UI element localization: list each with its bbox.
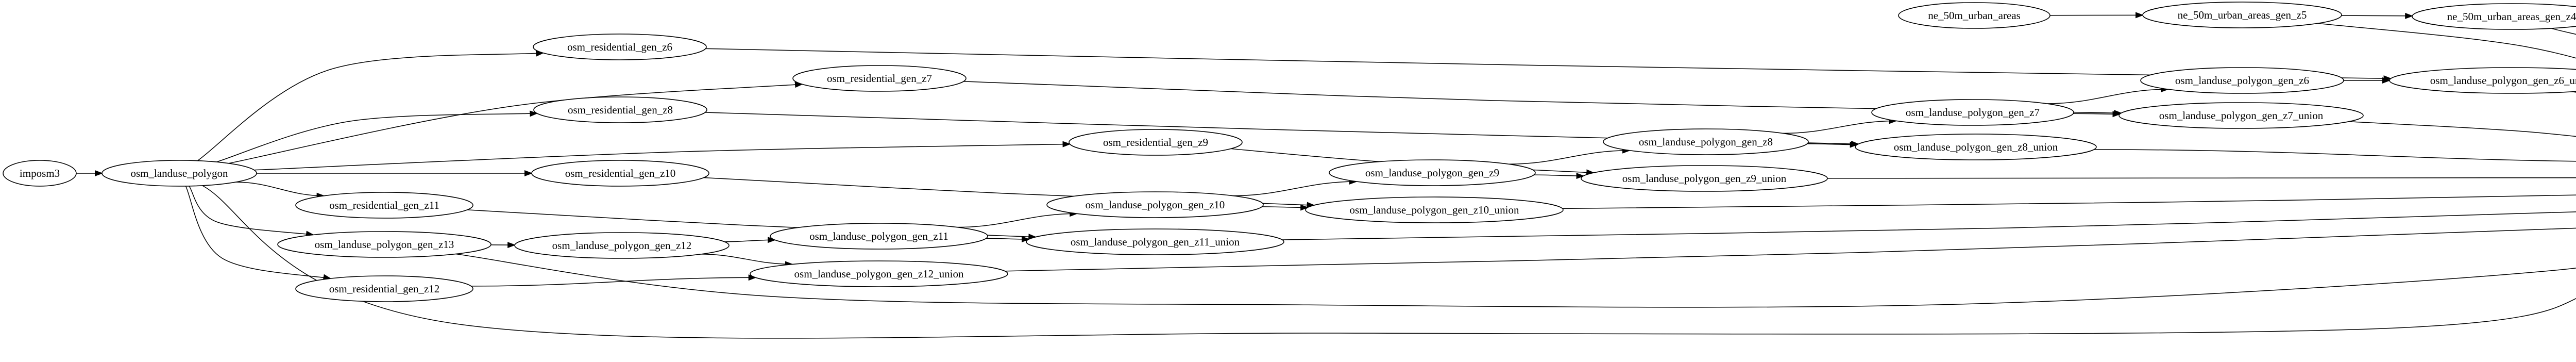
edge-osm_landuse_polygon_gen_z10-to-osm_landuse_polygon_gen_z9 [1232,178,1358,196]
node-osm_landuse_polygon_gen_z12 [514,232,730,259]
node-label-osm_residential_gen_z12: osm_residential_gen_z12 [329,283,440,295]
edge-osm_landuse_polygon_gen_z12-to-osm_landuse_polygon_gen_z11 [724,237,776,243]
edge-osm_landuse_polygon_gen_z11_union-to-layer_landuse-z11 [1282,211,2576,240]
edge-osm_landuse_polygon_gen_z12_union-to-layer_landuse-z12 [1005,227,2576,272]
node-osm_landuse_polygon_gen_z9_union [1581,165,1828,192]
node-label-osm_landuse_polygon_gen_z6_union: osm_landuse_polygon_gen_z6_union [2430,74,2576,87]
edge-osm_landuse_polygon_gen_z13-to-layer_landuse-z13 [455,253,2576,308]
edge-osm_landuse_polygon_gen_z11-to-osm_landuse_polygon_gen_z10 [957,210,1078,228]
node-label-osm_landuse_polygon_gen_z8_union: osm_landuse_polygon_gen_z8_union [1894,141,2058,153]
node-osm_landuse_polygon_gen_z8_union [1855,134,2097,160]
edge-osm_landuse_polygon_gen_z10-to-osm_landuse_polygon_gen_z10_union [1262,204,1309,211]
edge-ne_50m_urban_areas_gen_z4-to-layer_landuse-z4 [2551,28,2576,35]
node-label-osm_landuse_polygon_gen_z12: osm_landuse_polygon_gen_z12 [552,239,692,252]
node-osm_landuse_polygon_gen_z8 [1603,128,1809,155]
node-label-imposm3: imposm3 [20,167,60,179]
node-osm_residential_gen_z10 [531,160,709,187]
node-ne_50m_urban_areas_gen_z4 [2412,3,2576,30]
node-osm_landuse_polygon [101,160,257,187]
node-osm_landuse_polygon_gen_z6 [2140,67,2344,94]
node-label-ne_50m_urban_areas_gen_z4: ne_50m_urban_areas_gen_z4 [2447,10,2576,23]
node-label-osm_residential_gen_z9: osm_residential_gen_z9 [1103,136,1208,149]
node-osm_landuse_polygon_gen_z11 [770,223,988,250]
node-label-osm_residential_gen_z10: osm_residential_gen_z10 [565,167,676,179]
edge-osm_landuse_polygon-to-osm_residential_gen_z8 [216,110,538,162]
node-label-osm_landuse_polygon_gen_z11_union: osm_landuse_polygon_gen_z11_union [1071,236,1240,248]
node-label-ne_50m_urban_areas_gen_z5: ne_50m_urban_areas_gen_z5 [2178,9,2307,21]
node-ne_50m_urban_areas [1898,2,2050,29]
node-osm_residential_gen_z9 [1069,129,1243,156]
edge-osm_residential_gen_z12-to-osm_landuse_polygon_gen_z12_union [471,274,757,287]
node-osm_landuse_polygon_gen_z7 [1871,99,2074,126]
edge-osm_landuse_polygon-to-osm_landuse_polygon_gen_z13 [189,186,314,237]
node-label-osm_landuse_polygon_gen_z10_union: osm_landuse_polygon_gen_z10_union [1350,204,1519,216]
node-imposm3 [3,160,77,187]
node-label-osm_residential_gen_z7: osm_residential_gen_z7 [827,72,932,85]
node-osm_residential_gen_z6 [533,34,707,60]
node-osm_landuse_polygon_gen_z9 [1329,159,1536,186]
node-label-osm_landuse_polygon_gen_z8: osm_landuse_polygon_gen_z8 [1639,136,1773,148]
node-osm_landuse_polygon_gen_z11_union [1026,228,1284,255]
nodes-layer: imposm3 osm_landuse_polygon osm_residentia… [3,2,2576,302]
edge-osm_landuse_polygon_gen_z8_union-to-layer_landuse-z8 [2094,149,2576,162]
node-label-osm_landuse_polygon_gen_z7_union: osm_landuse_polygon_gen_z7_union [2159,109,2324,122]
node-label-ne_50m_urban_areas: ne_50m_urban_areas [1928,9,2021,22]
edge-osm_landuse_polygon-to-osm_residential_gen_z7 [228,81,803,164]
edge-osm_landuse_polygon_gen_z7-to-osm_landuse_polygon_gen_z7_union [2073,111,2121,118]
edges-layer [76,12,2576,339]
edge-ne_50m_urban_areas_gen_z5-to-layer_landuse-z5 [2317,23,2576,59]
node-label-osm_landuse_polygon_gen_z9: osm_landuse_polygon_gen_z9 [1365,167,1499,179]
node-osm_residential_gen_z12 [295,275,473,302]
node-osm_landuse_polygon_gen_z10 [1046,191,1264,218]
node-label-osm_landuse_polygon_gen_z11: osm_landuse_polygon_gen_z11 [809,230,948,242]
edge-osm_landuse_polygon-to-osm_residential_gen_z9 [254,141,1071,171]
node-label-osm_landuse_polygon_gen_z9_union: osm_landuse_polygon_gen_z9_union [1622,172,1787,185]
edge-osm_landuse_polygon-to-layer_landuse-z14+ [202,185,2576,339]
edge-osm_landuse_polygon_gen_z6_union-to-layer_landuse-z6 [2572,91,2576,93]
node-label-osm_landuse_polygon_gen_z7: osm_landuse_polygon_gen_z7 [1906,106,2040,119]
node-label-osm_residential_gen_z6: osm_residential_gen_z6 [567,41,672,53]
edge-osm_landuse_polygon_gen_z11-to-osm_landuse_polygon_gen_z11_union [986,236,1030,242]
edge-osm_landuse_polygon_gen_z9-to-osm_landuse_polygon_gen_z8 [1509,147,1631,164]
node-label-osm_landuse_polygon_gen_z13: osm_landuse_polygon_gen_z13 [315,238,454,251]
edge-osm_landuse_polygon_gen_z9-to-osm_landuse_polygon_gen_z9_union [1534,173,1585,179]
node-osm_landuse_polygon_gen_z6_union [2389,67,2576,94]
edge-osm_landuse_polygon-to-osm_residential_gen_z6 [197,50,545,161]
node-osm_residential_gen_z7 [792,65,967,92]
node-osm_residential_gen_z8 [533,96,707,123]
edge-osm_landuse_polygon_gen_z12-to-osm_landuse_polygon_gen_z12_union [701,254,794,268]
edge-osm_landuse_polygon_gen_z7-to-osm_landuse_polygon_gen_z6 [2046,86,2170,104]
edge-osm_landuse_polygon-to-osm_residential_gen_z12 [185,186,332,281]
edge-osm_landuse_polygon_gen_z10_union-to-layer_landuse-z10 [1562,194,2576,209]
node-osm_landuse_polygon_gen_z7_union [2119,102,2364,129]
edge-osm_landuse_polygon_gen_z7_union-to-layer_landuse-z7 [2348,121,2576,137]
edge-ne_50m_urban_areas_gen_z5-to-ne_50m_urban_areas_gen_z4 [2341,12,2414,19]
node-ne_50m_urban_areas_gen_z5 [2142,2,2342,28]
node-osm_landuse_polygon_gen_z10_union [1305,196,1564,223]
node-osm_residential_gen_z11 [295,192,473,219]
node-label-osm_landuse_polygon_gen_z6: osm_landuse_polygon_gen_z6 [2175,74,2309,87]
node-osm_landuse_polygon_gen_z12_union [750,260,1008,287]
node-label-osm_landuse_polygon_gen_z12_union: osm_landuse_polygon_gen_z12_union [794,268,964,280]
node-label-osm_residential_gen_z11: osm_residential_gen_z11 [329,199,439,211]
node-osm_landuse_polygon_gen_z13 [277,231,492,258]
node-label-osm_landuse_polygon_gen_z10: osm_landuse_polygon_gen_z10 [1086,199,1225,211]
edge-osm_landuse_polygon_gen_z8-to-osm_landuse_polygon_gen_z7 [1783,118,1897,134]
edge-osm_landuse_polygon-to-osm_residential_gen_z11 [235,182,325,199]
node-label-osm_residential_gen_z8: osm_residential_gen_z8 [568,104,673,116]
node-label-osm_landuse_polygon: osm_landuse_polygon [131,167,228,179]
